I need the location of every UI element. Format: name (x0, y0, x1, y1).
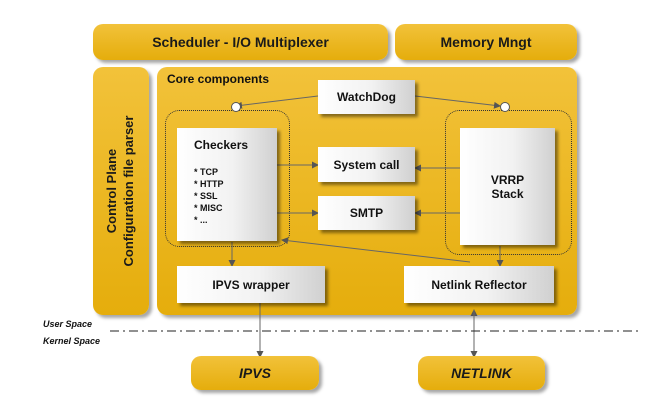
ipvs-wrapper-box: IPVS wrapper (177, 266, 325, 303)
ipvs-wrapper-label: IPVS wrapper (212, 277, 290, 292)
memory-management-block: Memory Mngt (395, 24, 577, 60)
system-call-box: System call (318, 147, 415, 182)
vrrp-label: VRRP (490, 172, 525, 187)
checker-item-tcp: * TCP (194, 167, 219, 177)
scheduler-block: Scheduler - I/O Multiplexer (93, 24, 388, 60)
core-components-title: Core components (167, 72, 270, 86)
kernel-space-label: Kernel Space (43, 336, 101, 346)
user-space-label: User Space (43, 319, 93, 329)
ipvs-label: IPVS (239, 365, 271, 381)
checkers-box: Checkers * TCP * HTTP * SSL * MISC * ... (177, 128, 277, 241)
checker-item-misc: * MISC (194, 203, 223, 213)
checkers-list: * TCP * HTTP * SSL * MISC * ... (194, 166, 224, 226)
memory-management-label: Memory Mngt (440, 34, 532, 50)
smtp-box: SMTP (318, 196, 415, 230)
control-plane-block: Control Plane Configuration file parser (93, 67, 149, 315)
ipvs-block: IPVS (191, 356, 319, 390)
checkers-group-outline (165, 110, 290, 247)
checker-item-http: * HTTP (194, 179, 224, 189)
checkers-title: Checkers (194, 138, 249, 152)
netlink-reflector-box: Netlink Reflector (404, 266, 554, 303)
vrrp-stack-box: VRRP Stack (460, 128, 555, 245)
netlink-block: NETLINK (418, 356, 545, 390)
checker-item-ssl: * SSL (194, 191, 218, 201)
netlink-label: NETLINK (451, 365, 512, 381)
system-call-label: System call (333, 157, 400, 172)
watchdog-label: WatchDog (337, 90, 396, 104)
checker-item-more: * ... (194, 215, 208, 225)
vrrp-stack-label: Stack (491, 186, 524, 201)
scheduler-label: Scheduler - I/O Multiplexer (152, 34, 329, 50)
smtp-label: SMTP (349, 206, 384, 220)
watchdog-box: WatchDog (318, 80, 415, 114)
netlink-reflector-label: Netlink Reflector (431, 277, 527, 292)
